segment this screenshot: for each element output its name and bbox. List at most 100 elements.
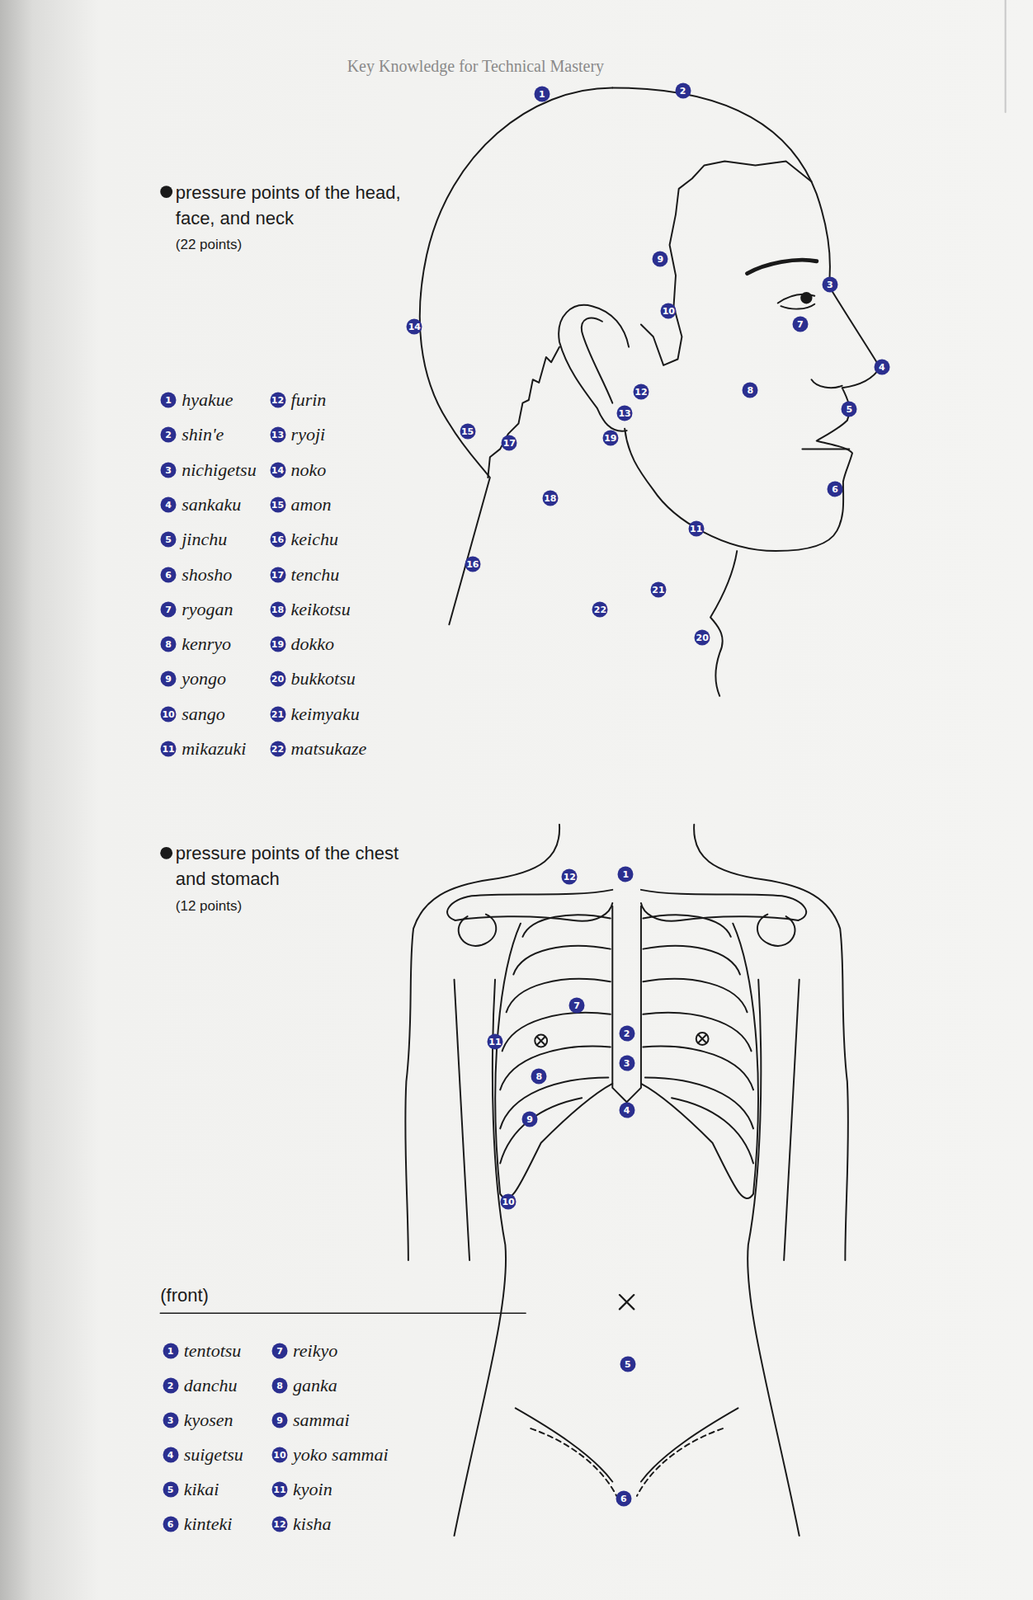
callout-number: 8 [160, 636, 177, 653]
callout-number: 5 [160, 532, 177, 548]
point-name: ryogan [181, 599, 233, 621]
point-name: bukkotsu [291, 668, 356, 690]
point-name: dokko [291, 633, 335, 656]
callout-number: 1 [617, 867, 634, 883]
callout-number: 11 [160, 741, 177, 758]
callout-number: 7 [271, 1343, 288, 1359]
point-name: keikotsu [291, 599, 351, 621]
callout-number: 11 [487, 1034, 504, 1051]
point-name: jinchu [181, 528, 227, 551]
point-name: matsukaze [291, 738, 368, 760]
callout-number: 21 [650, 582, 666, 599]
callout-number: 16 [269, 532, 286, 548]
callout-number: 2 [160, 427, 177, 444]
view-label: (front) [160, 1285, 209, 1307]
point-name: kinteki [183, 1514, 233, 1536]
callout-number: 20 [269, 671, 286, 688]
point-name: noko [291, 459, 327, 482]
callout-number: 10 [660, 303, 677, 320]
callout-number: 13 [269, 427, 286, 444]
callout-number: 19 [602, 429, 618, 446]
point-name: nichigetsu [181, 459, 256, 482]
point-count: (12 points) [175, 898, 242, 916]
point-name: tenchu [291, 564, 340, 586]
callout-number: 18 [542, 490, 558, 506]
section-heading: pressure points of the head, face, and n… [175, 179, 403, 232]
section-heading: pressure points of the chest and stomach [175, 840, 403, 892]
callout-number: 12 [271, 1517, 288, 1533]
callout-number: 5 [841, 401, 858, 418]
callout-number: 9 [160, 671, 177, 688]
point-name: kisha [292, 1514, 331, 1536]
callout-number: 20 [694, 630, 711, 647]
callout-number: 3 [618, 1056, 635, 1072]
callout-number: 11 [271, 1482, 288, 1499]
callout-number: 10 [500, 1194, 517, 1211]
callout-number: 12 [269, 391, 286, 408]
point-name: yongo [181, 668, 227, 690]
callout-number: 22 [592, 601, 609, 618]
callout-number: 21 [269, 706, 286, 722]
callout-number: 1 [162, 1343, 179, 1359]
point-count: (22 points) [175, 236, 242, 254]
callout-number: 4 [873, 359, 890, 376]
point-name: kyosen [183, 1410, 234, 1432]
callout-number: 17 [269, 566, 286, 583]
point-name: hyakue [181, 389, 233, 411]
callout-number: 3 [162, 1413, 179, 1430]
callout-number: 6 [160, 566, 177, 583]
callout-number: 5 [619, 1357, 636, 1373]
callout-number: 4 [160, 496, 177, 513]
point-name: yoko sammai [292, 1444, 388, 1467]
callout-number: 3 [160, 462, 177, 478]
point-name: kyoin [292, 1479, 333, 1501]
callout-number: 6 [162, 1517, 179, 1533]
callout-number: 8 [271, 1378, 288, 1395]
callout-number: 12 [632, 384, 649, 401]
callout-number: 15 [459, 424, 476, 440]
callout-number: 4 [618, 1103, 635, 1119]
callout-number: 18 [269, 601, 286, 618]
callout-number: 16 [464, 556, 481, 573]
callout-number: 9 [522, 1112, 538, 1128]
point-name: keichu [291, 528, 339, 551]
point-name: ganka [292, 1375, 338, 1397]
point-name: danchu [183, 1375, 238, 1397]
point-name: amon [291, 494, 332, 516]
point-name: mikazuki [181, 738, 246, 760]
point-name: sankaku [181, 494, 241, 516]
callout-number: 12 [561, 868, 578, 885]
callout-number: 6 [615, 1491, 632, 1508]
point-name: furin [291, 389, 327, 411]
callout-number: 2 [618, 1026, 635, 1043]
point-name: shosho [181, 564, 232, 586]
point-name: shin'e [181, 424, 224, 446]
callout-number: 10 [160, 706, 177, 722]
callout-number: 14 [269, 462, 286, 478]
callout-number: 19 [269, 636, 286, 653]
point-name: ryoji [291, 424, 326, 446]
callout-number: 3 [821, 277, 838, 293]
callout-number: 13 [617, 405, 633, 422]
callout-number: 2 [674, 83, 691, 100]
point-name: sammai [292, 1410, 350, 1432]
callout-number: 7 [160, 601, 177, 618]
point-name: sango [181, 703, 226, 726]
callout-number: 9 [271, 1413, 288, 1430]
callout-number: 11 [688, 520, 704, 537]
callout-number: 1 [160, 391, 177, 408]
point-name: kikai [183, 1479, 220, 1501]
callout-number: 8 [531, 1069, 548, 1085]
point-name: suigetsu [183, 1444, 244, 1467]
callout-number: 7 [568, 997, 585, 1014]
callout-number: 22 [269, 741, 286, 758]
point-name: reikyo [292, 1340, 338, 1363]
callout-number: 6 [826, 481, 843, 497]
running-header: Key Knowledge for Technical Mastery [347, 56, 604, 76]
callout-number: 14 [406, 318, 423, 335]
callout-number: 17 [501, 434, 518, 451]
callout-number: 7 [792, 316, 808, 333]
callout-number: 4 [162, 1448, 179, 1464]
point-name: kenryo [181, 633, 232, 656]
